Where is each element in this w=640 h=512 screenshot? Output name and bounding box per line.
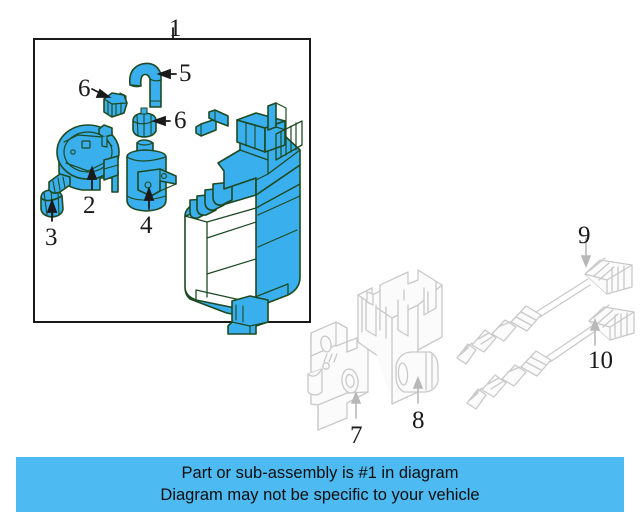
part-6a-hose-clamp	[103, 92, 128, 118]
leader-2	[86, 165, 98, 190]
banner-line-1: Part or sub-assembly is #1 in diagram	[181, 464, 459, 483]
callout-label-10: 10	[588, 347, 613, 374]
part-8-mounting-bracket	[357, 269, 443, 405]
leader-6b	[151, 115, 171, 127]
part-9-oxygen-sensor-upper	[456, 257, 633, 365]
callout-label-6b: 6	[174, 107, 187, 134]
callout-label-6a: 6	[78, 75, 91, 102]
leader-4	[143, 186, 155, 210]
callout-label-4: 4	[140, 212, 153, 239]
callout-label-3: 3	[45, 224, 58, 251]
part-4-canister-filter	[126, 139, 177, 212]
callout-label-8: 8	[412, 407, 425, 434]
leader-6a	[91, 88, 112, 98]
callout-label-5: 5	[179, 60, 192, 87]
callout-label-2: 2	[83, 192, 96, 219]
leader-9	[580, 237, 592, 269]
part-6b-hose-clamp	[132, 107, 157, 138]
callout-label-1: 1	[169, 15, 182, 42]
part-assembly-banner: Part or sub-assembly is #1 in diagram Di…	[16, 457, 624, 512]
part-10-oxygen-sensor-lower	[466, 304, 635, 410]
part-5-vent-hose	[128, 62, 162, 108]
part-7-sensor-bracket	[307, 321, 369, 431]
part-2-purge-valve	[48, 124, 120, 194]
part-1-vapor-canister	[184, 102, 303, 335]
callout-label-7: 7	[350, 422, 363, 449]
leader-8	[412, 375, 424, 404]
callout-label-9: 9	[578, 222, 591, 249]
banner-line-2: Diagram may not be specific to your vehi…	[160, 485, 480, 504]
leader-5	[156, 68, 177, 80]
leader-7	[350, 390, 362, 419]
leader-3	[46, 198, 58, 222]
leader-10	[589, 317, 601, 346]
